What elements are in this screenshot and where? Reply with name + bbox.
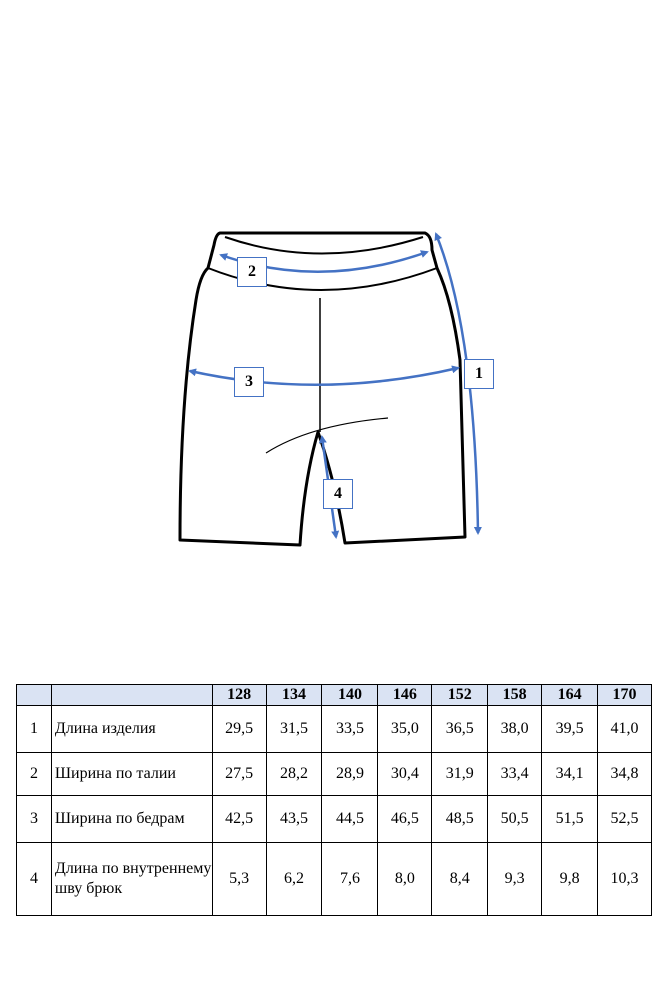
arrow-1 (434, 232, 482, 535)
cell: 9,8 (541, 842, 599, 916)
size-table: 128 134 140 146 152 158 164 170 1 Длина … (16, 684, 652, 916)
cell: 31,9 (431, 752, 489, 796)
cell: 41,0 (597, 705, 652, 753)
header-row: 128 134 140 146 152 158 164 170 (16, 684, 652, 706)
table-row: 1 Длина изделия 29,5 31,5 33,5 35,0 36,5… (16, 705, 652, 753)
row-name: Ширина по бедрам (50, 795, 213, 843)
cell: 36,5 (431, 705, 489, 753)
size-header: 146 (377, 684, 433, 706)
cell: 8,0 (377, 842, 433, 916)
cell: 44,5 (321, 795, 379, 843)
cell: 28,2 (265, 752, 323, 796)
cell: 28,9 (321, 752, 379, 796)
cell: 48,5 (431, 795, 489, 843)
row-num: 3 (16, 795, 52, 843)
cell: 42,5 (211, 795, 267, 843)
row-num: 4 (16, 842, 52, 916)
measurement-label-2: 2 (237, 257, 267, 287)
cell: 7,6 (321, 842, 379, 916)
cell: 46,5 (377, 795, 433, 843)
cell: 33,4 (487, 752, 543, 796)
arrow-3 (188, 365, 460, 387)
cell: 29,5 (211, 705, 267, 753)
size-header: 128 (211, 684, 267, 706)
table-row: 2 Ширина по талии 27,5 28,2 28,9 30,4 31… (16, 752, 652, 796)
cell: 9,3 (487, 842, 543, 916)
size-header: 140 (321, 684, 379, 706)
header-name (50, 684, 213, 706)
cell: 27,5 (211, 752, 267, 796)
cell: 52,5 (597, 795, 652, 843)
size-header: 152 (431, 684, 489, 706)
cell: 51,5 (541, 795, 599, 843)
cell: 30,4 (377, 752, 433, 796)
size-header: 134 (265, 684, 323, 706)
cell: 34,1 (541, 752, 599, 796)
size-header: 158 (487, 684, 543, 706)
cell: 34,8 (597, 752, 652, 796)
cell: 33,5 (321, 705, 379, 753)
shorts-diagram (178, 231, 482, 547)
measurement-label-4: 4 (323, 479, 353, 509)
measurement-label-3: 3 (234, 367, 264, 397)
cell: 39,5 (541, 705, 599, 753)
measurement-label-1: 1 (464, 359, 494, 389)
row-num: 2 (16, 752, 52, 796)
row-num: 1 (16, 705, 52, 753)
cell: 43,5 (265, 795, 323, 843)
header-num (16, 684, 52, 706)
row-name: Длина по внутреннему шву брюк (50, 842, 213, 916)
cell: 6,2 (265, 842, 323, 916)
table-row: 4 Длина по внутреннему шву брюк 5,3 6,2 … (16, 842, 652, 916)
row-name: Длина изделия (50, 705, 213, 753)
crotch-curve (265, 417, 389, 454)
row-name: Ширина по талии (50, 752, 213, 796)
cell: 50,5 (487, 795, 543, 843)
cell: 35,0 (377, 705, 433, 753)
size-header: 170 (597, 684, 652, 706)
cell: 31,5 (265, 705, 323, 753)
cell: 10,3 (597, 842, 652, 916)
size-header: 164 (541, 684, 599, 706)
cell: 5,3 (211, 842, 267, 916)
cell: 8,4 (431, 842, 489, 916)
cell: 38,0 (487, 705, 543, 753)
table-row: 3 Ширина по бедрам 42,5 43,5 44,5 46,5 4… (16, 795, 652, 843)
